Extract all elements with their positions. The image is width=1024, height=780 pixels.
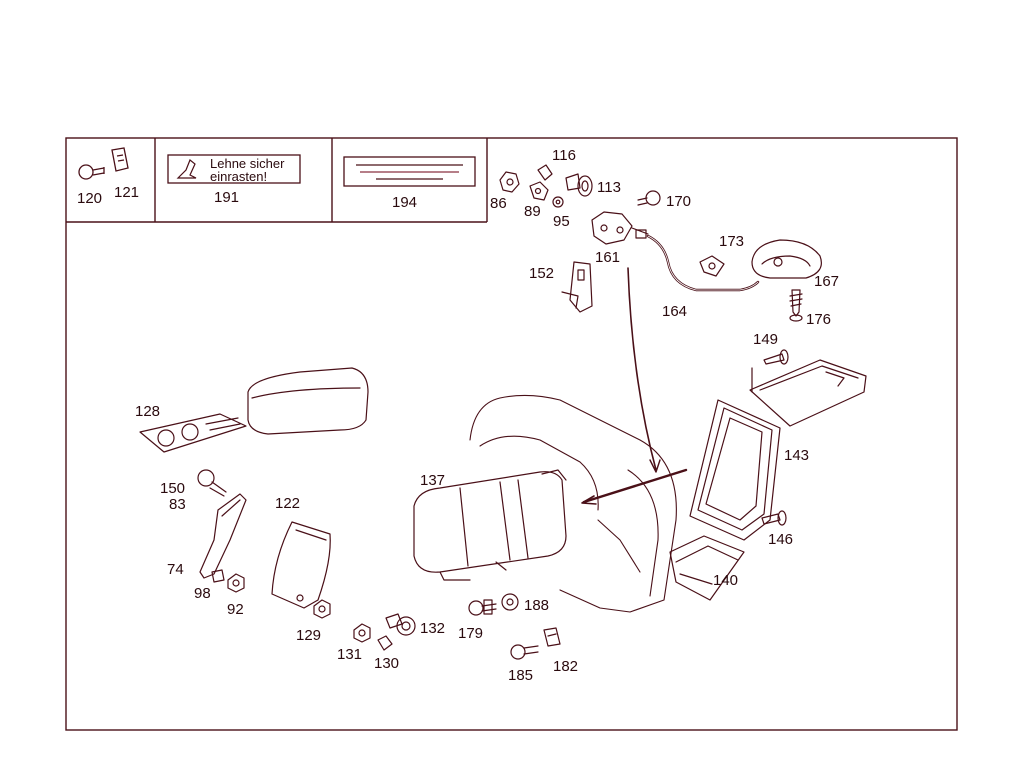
part-label-83: 83: [169, 496, 186, 513]
header-cell-warning-label: Lehne sicher einrasten! 191: [167, 154, 301, 206]
part-label-179: 179: [458, 625, 483, 642]
part-label-140: 140: [713, 572, 738, 589]
part-label-194: 194: [392, 194, 417, 211]
part-label-92: 92: [227, 601, 244, 618]
part-label-143: 143: [784, 447, 809, 464]
part-label-130: 130: [374, 655, 399, 672]
part-label-176: 176: [806, 311, 831, 328]
part-label-116: 116: [552, 147, 576, 164]
screw-146-icon: [761, 510, 787, 526]
clip-98-icon: [211, 569, 225, 583]
loading-frame-143-icon: [689, 359, 867, 541]
part-label-74: 74: [167, 561, 184, 578]
part-label-164: 164: [662, 303, 687, 320]
bolt-185-icon: [510, 644, 539, 660]
latch-161-icon: [591, 211, 649, 245]
armrest-128-icon: [139, 367, 369, 453]
bracket-152-icon: [561, 261, 593, 313]
part-label-188: 188: [524, 597, 549, 614]
part-label-167: 167: [814, 273, 839, 290]
screw-176-icon: [789, 289, 803, 322]
diagram-frame: [65, 137, 958, 731]
part-label-182: 182: [553, 658, 578, 675]
part-label-122: 122: [275, 495, 300, 512]
nut-129-icon: [313, 599, 331, 619]
seat-warning-icon: [176, 159, 197, 179]
nut-86-icon: [499, 171, 520, 193]
warning-sign-line1: Lehne sicher: [210, 156, 285, 171]
label-strip: [343, 156, 476, 187]
bushing-113-icon: [565, 173, 593, 197]
part-label-137: 137: [420, 472, 445, 489]
part-label-191: 191: [214, 189, 239, 206]
arrow-bag-to-seat: [582, 468, 688, 504]
cover-140-icon: [669, 535, 745, 601]
cover-122-icon: [271, 521, 331, 609]
part-labels: 116 113 86 89 95 170 173 161 152 167 164…: [135, 147, 839, 684]
part-label-131: 131: [337, 646, 362, 663]
clip-182-icon: [543, 627, 561, 647]
trim-strip-74-icon: [199, 493, 247, 579]
bolt-150-icon: [197, 469, 227, 497]
header-cell-label-strip: 194: [343, 156, 476, 211]
washer-188-icon: [501, 593, 519, 611]
rear-seat-backrest: [469, 394, 677, 613]
bolt-170-icon: [637, 190, 661, 206]
part-label-129: 129: [296, 627, 321, 644]
part-label-128: 128: [135, 403, 160, 420]
ski-bag-137-icon: [413, 469, 567, 581]
part-label-185: 185: [508, 667, 533, 684]
arrow-latch-to-seat: [627, 267, 657, 471]
part-label-113: 113: [597, 179, 621, 196]
part-label-170: 170: [666, 193, 691, 210]
clip-89-icon: [529, 181, 549, 201]
part-label-98: 98: [194, 585, 211, 602]
washer-95-icon: [552, 196, 564, 208]
part-label-89: 89: [524, 203, 541, 220]
screw-149-icon: [763, 349, 789, 365]
part-label-161: 161: [595, 249, 620, 266]
release-handle-167-icon: [751, 239, 822, 279]
part-label-120: 120: [77, 190, 102, 207]
part-label-132: 132: [420, 620, 445, 637]
part-label-149: 149: [753, 331, 778, 348]
washer-130-icon: [377, 635, 393, 651]
clip-173-icon: [699, 255, 725, 277]
part-label-173: 173: [719, 233, 744, 250]
part-label-95: 95: [553, 213, 570, 230]
part-label-150: 150: [160, 480, 185, 497]
bolt-120-icon: [78, 164, 105, 180]
part-label-86: 86: [490, 195, 507, 212]
clip-116-icon: [537, 164, 553, 181]
nut-131-icon: [353, 623, 371, 643]
bolt-179-icon: [468, 599, 497, 616]
nut-92-icon: [227, 573, 245, 593]
header-cell-fasteners: 120 121: [77, 147, 139, 207]
warning-sign: [167, 154, 301, 184]
part-label-152: 152: [529, 265, 554, 282]
warning-sign-line2: einrasten!: [210, 169, 267, 184]
part-label-146: 146: [768, 531, 793, 548]
part-label-121: 121: [114, 184, 139, 201]
clip-121-icon: [111, 147, 129, 172]
bolt-132-icon: [385, 613, 416, 636]
